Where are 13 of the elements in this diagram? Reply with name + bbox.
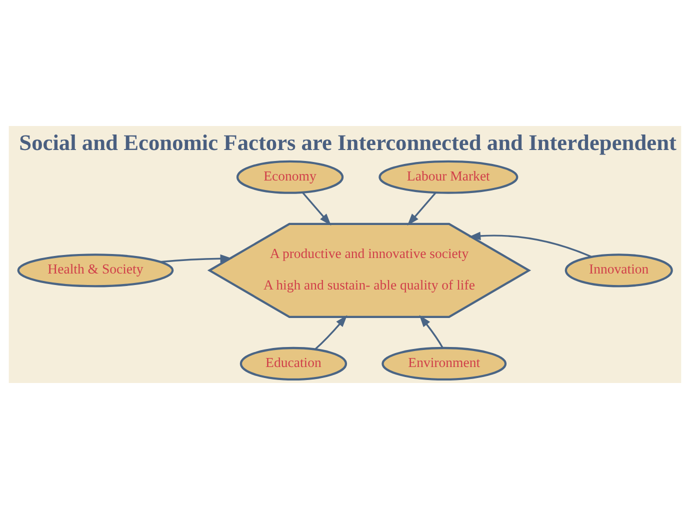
arrow — [407, 192, 436, 226]
node-ellipse: Labour Market — [378, 160, 518, 194]
arrow — [302, 192, 332, 226]
node-ellipse: Economy — [236, 160, 344, 194]
arrow — [160, 254, 232, 262]
node-ellipse: Environment — [382, 346, 507, 380]
diagram-title: Social and Economic Factors are Interconnected and Interdependent — [19, 129, 677, 154]
arrow — [314, 314, 348, 350]
node-ellipse: Education — [240, 346, 348, 380]
arrow — [419, 314, 444, 348]
node-ellipse: Innovation — [564, 253, 673, 287]
node-ellipse: Health & Society — [17, 253, 174, 287]
arrow — [468, 231, 592, 258]
